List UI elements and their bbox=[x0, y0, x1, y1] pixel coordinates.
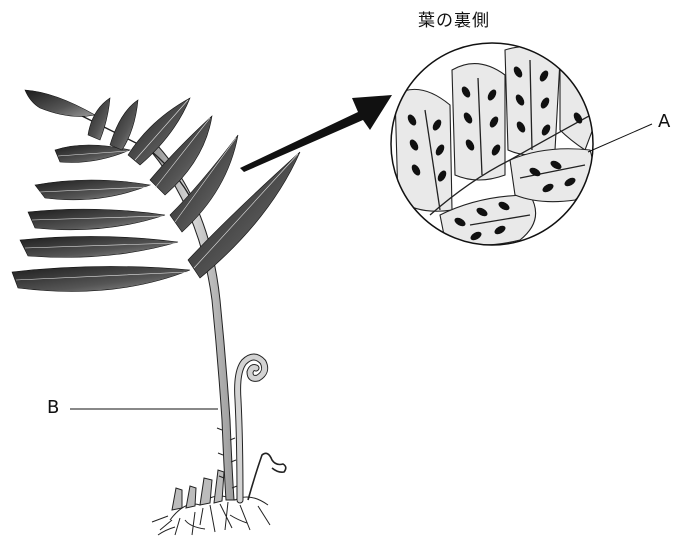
roots bbox=[152, 496, 270, 535]
label-a: A bbox=[658, 113, 670, 131]
small-frond bbox=[248, 453, 286, 500]
leaf-underside-inset bbox=[380, 30, 610, 260]
label-b: B bbox=[47, 399, 59, 417]
pointer-arrow bbox=[240, 95, 392, 172]
inset-title: 葉の裏側 bbox=[418, 6, 490, 31]
frond-pinnae bbox=[12, 90, 300, 291]
leader-line-a bbox=[588, 124, 652, 152]
